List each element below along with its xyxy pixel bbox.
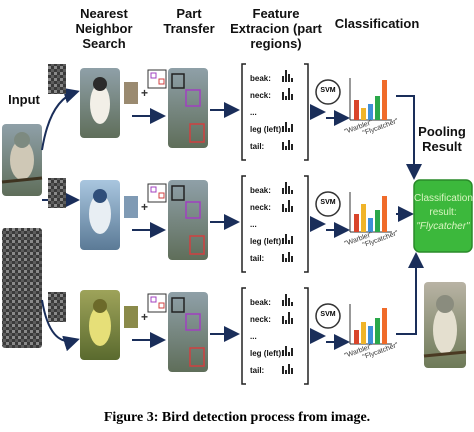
texture-patch (48, 178, 66, 208)
row-3: + (48, 290, 240, 372)
pooling-result-header: Pooling Result (418, 124, 466, 154)
result-line-1: Classification (414, 193, 473, 204)
result-line-2: result: (429, 207, 457, 218)
row-2: + (48, 178, 240, 260)
part-transfer-image (168, 292, 208, 372)
feature-label: tail: (250, 142, 265, 151)
feature-labels-row-3: beak: neck: ... leg (left): tail: (250, 294, 284, 379)
feature-bracket-1 (241, 63, 309, 161)
small-thumbnail (124, 306, 138, 328)
small-thumbnail (124, 82, 138, 104)
part-transfer-image (168, 68, 208, 148)
input-feature-map (2, 228, 42, 348)
svm-node-3 (315, 303, 341, 329)
small-thumbnail (124, 196, 138, 218)
svm-label-2: SVM (320, 199, 336, 206)
feature-label: ... (250, 220, 257, 229)
feature-label: beak: (250, 298, 271, 307)
svm-label-3: SVM (320, 311, 336, 318)
row-1: + (48, 64, 240, 148)
classification-result-box (413, 179, 473, 253)
svm-label-1: SVM (320, 87, 336, 94)
nearest-neighbor-header: Nearest Neighbor Search (75, 6, 133, 51)
svm-node-1 (315, 79, 341, 105)
classification-result-text: Classification result: "Flycatcher" (414, 192, 473, 234)
diagram-canvas: + + (1, 63, 473, 385)
feature-label: leg (left): (250, 125, 284, 134)
result-bird-photo (423, 282, 467, 368)
part-template-icon (147, 183, 167, 203)
feature-label: neck: (250, 91, 271, 100)
result-line-3: "Flycatcher" (416, 221, 470, 232)
svg-text:+: + (141, 86, 148, 100)
part-transfer-image (168, 180, 208, 260)
feature-label: neck: (250, 315, 271, 324)
feature-bracket-2 (241, 175, 309, 273)
feature-label: beak: (250, 74, 271, 83)
feature-label: leg (left): (250, 237, 284, 246)
class-score-chart-2 (349, 192, 392, 233)
input-bird-photo (1, 124, 43, 196)
class-score-chart-1 (349, 78, 392, 121)
feature-bracket-3 (241, 287, 309, 385)
feature-label: ... (250, 332, 257, 341)
input-arrow-top (41, 87, 80, 151)
texture-patch (48, 64, 66, 94)
part-template-icon (147, 293, 167, 313)
input-header: Input (8, 92, 40, 107)
class-score-chart-3 (349, 304, 392, 345)
svm-node-2 (315, 191, 341, 217)
feature-label: ... (250, 108, 257, 117)
input-arrow-bot (41, 299, 80, 352)
svg-text:+: + (141, 200, 148, 214)
svg-text:+: + (141, 310, 148, 324)
feature-histograms (282, 70, 293, 374)
feature-label: neck: (250, 203, 271, 212)
part-transfer-header: Part Transfer (163, 6, 215, 36)
feature-extraction-header: Feature Extracion (part regions) (230, 6, 322, 51)
feature-label: leg (left): (250, 349, 284, 358)
classification-header: Classification (334, 16, 420, 31)
texture-patch (48, 292, 66, 322)
feature-label: tail: (250, 366, 265, 375)
feature-labels-row-2: beak: neck: ... leg (left): tail: (250, 182, 284, 267)
feature-labels-row-1: beak: neck: ... leg (left): tail: (250, 70, 284, 155)
part-template-icon (147, 69, 167, 89)
feature-label: tail: (250, 254, 265, 263)
feature-label: beak: (250, 186, 271, 195)
figure-caption: Figure 3: Bird detection process from im… (103, 410, 371, 425)
